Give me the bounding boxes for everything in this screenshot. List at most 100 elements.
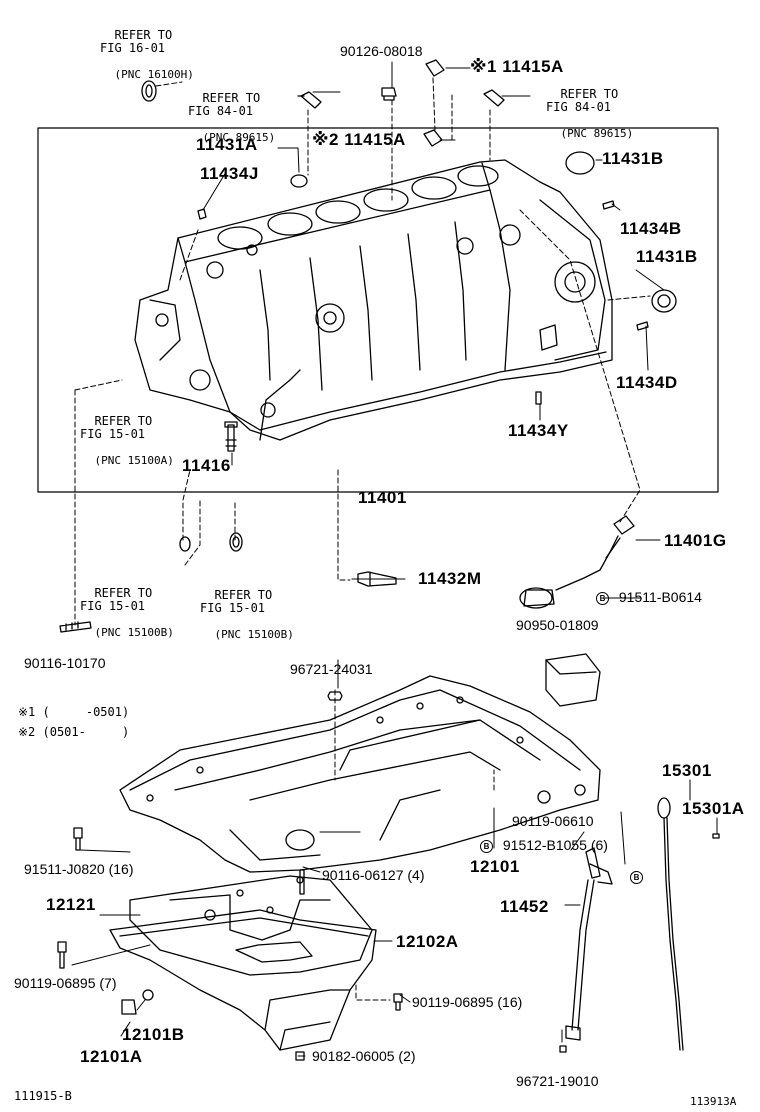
refer-text: REFER TO FIG 15-01 <box>80 586 153 613</box>
part-label-15301a[interactable]: 15301A <box>682 799 745 818</box>
plug-11431a-shape <box>290 174 308 188</box>
part-label-90126-08018[interactable]: 90126-08018 <box>340 43 423 59</box>
refer-text: REFER TO FIG 84-01 <box>188 91 261 118</box>
refer-text: REFER TO FIG 15-01 <box>80 414 153 441</box>
refer-pnc: (PNC 15100A) <box>94 454 174 467</box>
marker-b-icon: B <box>596 592 609 605</box>
plug-11431b-mid-shape <box>651 289 677 313</box>
part-label-90116-06127[interactable]: 90116-06127 (4) <box>322 867 425 883</box>
oring-15301a-shape <box>712 833 720 839</box>
pin-11434b-shape <box>602 200 615 210</box>
part-label-90119-06895-16[interactable]: 90119-06895 (16) <box>412 994 523 1010</box>
footer-right-code: 113913A <box>690 1095 737 1108</box>
refer-fig-15-01-a[interactable]: REFER TO FIG 15-01 (PNC 15100A) <box>80 402 174 468</box>
switch-11415a-1-shape <box>425 59 445 77</box>
engine-block-frame <box>37 127 719 493</box>
part-label-11431b-top[interactable]: 11431B <box>602 149 664 168</box>
refer-pnc: (PNC 16100H) <box>114 68 194 81</box>
plug-12101a-shape <box>121 999 137 1015</box>
part-label-11401g[interactable]: 11401G <box>664 531 727 550</box>
stud-90116-06127-shape <box>299 869 305 895</box>
part-label-96721-19010[interactable]: 96721-19010 <box>516 1073 599 1089</box>
refer-fig-15-01-b-right[interactable]: REFER TO FIG 15-01 (PNC 15100B) <box>200 576 294 642</box>
pin-11434d-shape <box>636 321 649 331</box>
part-label-96721-24031[interactable]: 96721-24031 <box>290 661 373 677</box>
marker-b-right: B <box>630 871 643 884</box>
part-label-90119-06895-7[interactable]: 90119-06895 (7) <box>14 975 117 991</box>
part-number: 91512-B1055 (6) <box>502 837 608 853</box>
part-label-11434y[interactable]: 11434Y <box>508 421 569 440</box>
nut-90182-shape <box>295 1051 305 1061</box>
baffle-plate-12121-shape <box>129 875 373 976</box>
part-label-11401[interactable]: 11401 <box>358 488 407 507</box>
part-label-11434d[interactable]: 11434D <box>616 373 678 392</box>
switch-11415a-2-shape <box>423 129 443 147</box>
marker-b-icon: B <box>480 840 493 853</box>
bolt-90126-shape <box>381 87 397 101</box>
oil-pan-12101-shape <box>119 675 601 873</box>
gasket-15100b-left-shape <box>179 536 191 552</box>
bolt-90119-06895-left-shape <box>57 941 67 969</box>
pin-11434j-shape <box>197 208 207 220</box>
pin-11434y-shape <box>535 391 542 405</box>
part-label-12101b[interactable]: 12101B <box>122 1025 185 1044</box>
oil-pan-12102a-shape <box>109 909 377 1051</box>
refer-fig-15-01-b-left[interactable]: REFER TO FIG 15-01 (PNC 15100B) <box>80 574 174 640</box>
dipstick-guide-11452-shape <box>565 847 613 1041</box>
refer-pnc: (PNC 89615) <box>202 131 276 144</box>
footer-left-code: 111915-B <box>14 1089 72 1103</box>
part-label-11431a[interactable]: 11431A <box>196 135 258 154</box>
part-label-12101[interactable]: 12101 <box>470 857 520 876</box>
dashed-ref-16-01 <box>155 81 183 87</box>
refer-fig-84-01-right[interactable]: REFER TO FIG 84-01 (PNC 89615) <box>546 75 634 141</box>
bolt-90119-06895-right-shape <box>393 993 403 1011</box>
refer-pnc: (PNC 89615) <box>560 127 634 140</box>
gasket-15100b-right-shape <box>229 532 243 552</box>
sensor-89615-left-shape <box>297 91 322 109</box>
part-label-12101a[interactable]: 12101A <box>80 1047 143 1066</box>
part-label-11431b-mid[interactable]: 11431B <box>636 247 698 266</box>
gasket-12101b-shape <box>142 989 154 1001</box>
stud-11416-shape <box>225 424 237 452</box>
part-label-11432m[interactable]: 11432M <box>418 569 482 588</box>
part-label-90182-06005[interactable]: 90182-06005 (2) <box>312 1048 416 1064</box>
seal-16-01-shape <box>141 80 157 102</box>
part-number: 91511-B0614 <box>618 589 702 605</box>
part-label-90119-06610[interactable]: 90119-06610 <box>512 813 594 829</box>
part-label-90116-10170[interactable]: 90116-10170 <box>24 655 106 671</box>
refer-text: REFER TO FIG 16-01 <box>100 28 173 55</box>
part-label-91511-j0820[interactable]: 91511-J0820 (16) <box>24 861 134 877</box>
part-label-91512-b1055[interactable]: B 91512-B1055 (6) <box>480 838 608 853</box>
bolt-91511-j0820-shape <box>73 827 83 851</box>
part-label-11452[interactable]: 11452 <box>500 897 549 916</box>
part-label-12121[interactable]: 12121 <box>46 895 96 914</box>
part-label-90950-01809[interactable]: 90950-01809 <box>516 617 599 633</box>
knock-sensor-11401g-shape <box>519 515 635 609</box>
stud-90116-10170-shape <box>59 621 92 633</box>
refer-text: REFER TO FIG 84-01 <box>546 87 619 114</box>
part-label-11434j[interactable]: 11434J <box>200 164 259 183</box>
part-label-15301[interactable]: 15301 <box>662 761 712 780</box>
part-label-12102a[interactable]: 12102A <box>396 932 459 951</box>
refer-fig-84-01-left[interactable]: REFER TO FIG 84-01 (PNC 89615) <box>188 79 276 145</box>
refer-pnc: (PNC 15100B) <box>94 626 174 639</box>
part-label-11434b[interactable]: 11434B <box>620 219 682 238</box>
sensor-89615-right-shape <box>483 89 505 107</box>
part-label-11415a-1[interactable]: ※1 11415A <box>470 57 564 76</box>
refer-pnc: (PNC 15100B) <box>214 628 294 641</box>
bolt-11432m-shape <box>357 571 397 587</box>
part-label-91511-b0614[interactable]: B 91511-B0614 <box>596 590 702 605</box>
plug-11431b-top-shape <box>565 151 595 175</box>
part-label-11416[interactable]: 11416 <box>182 456 231 475</box>
part-label-11415a-2[interactable]: ※2 11415A <box>312 130 406 149</box>
dipstick-15301-shape <box>657 797 684 1051</box>
gasket-96721-24031-shape <box>327 691 343 701</box>
refer-fig-16-01[interactable]: REFER TO FIG 16-01 (PNC 16100H) <box>100 16 194 82</box>
sealant-90950-shape <box>545 653 601 707</box>
legend-note-1: ※1 ( -0501) <box>18 705 130 719</box>
marker-b-icon: B <box>630 871 643 884</box>
ring-96721-19010-shape <box>559 1045 567 1053</box>
legend-note-2: ※2 (0501- ) <box>18 725 130 739</box>
